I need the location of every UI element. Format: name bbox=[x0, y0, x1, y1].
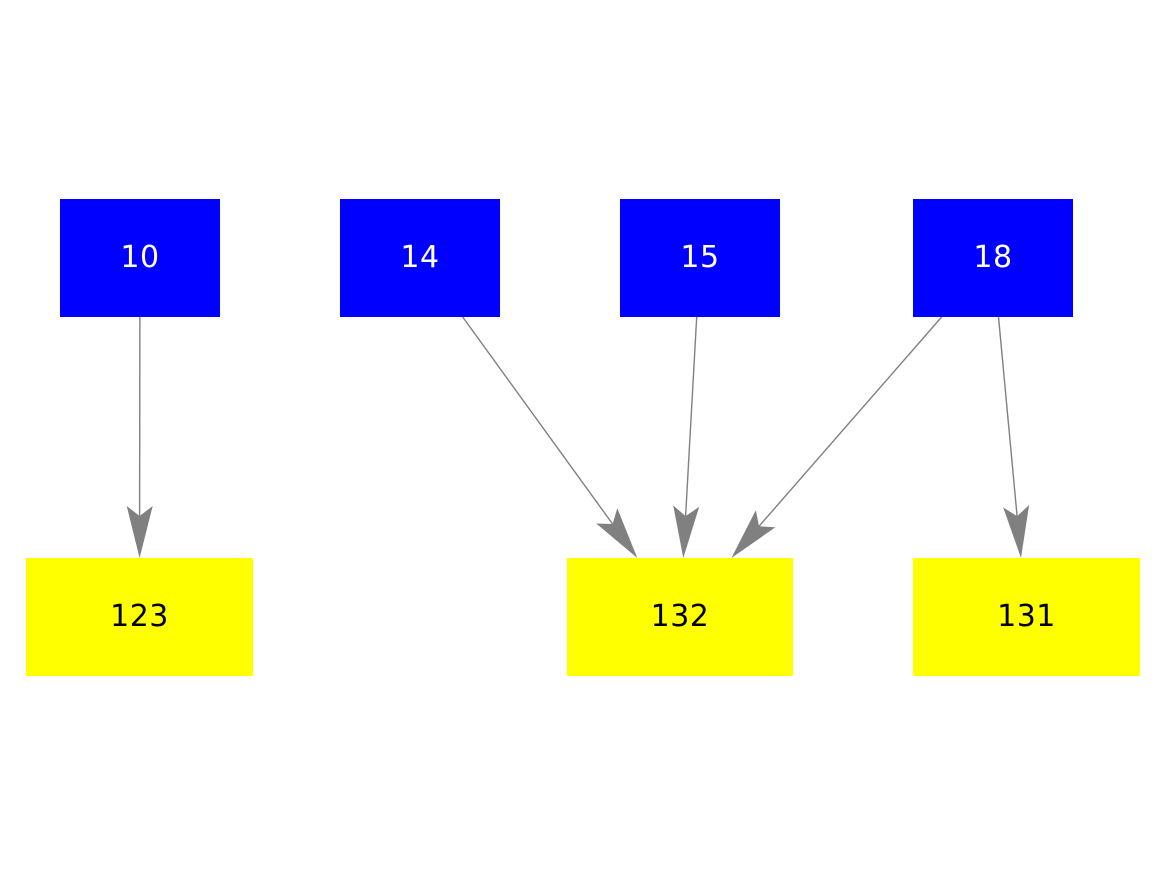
edge-18-132 bbox=[758, 316, 943, 527]
edge-14-132 bbox=[462, 316, 614, 525]
arrowhead-18-132 bbox=[731, 510, 776, 558]
arrowhead-10-123 bbox=[126, 506, 153, 558]
node-132: 132 bbox=[567, 558, 793, 676]
node-123: 123 bbox=[26, 558, 253, 676]
node-label: 15 bbox=[680, 240, 720, 275]
node-label: 132 bbox=[650, 599, 710, 634]
node-10: 10 bbox=[60, 199, 220, 317]
arrowhead-14-132 bbox=[596, 508, 638, 558]
node-15: 15 bbox=[620, 199, 780, 317]
node-18: 18 bbox=[913, 199, 1073, 317]
node-label: 10 bbox=[120, 240, 160, 275]
edge-15-132 bbox=[684, 316, 698, 517]
edge-18-131 bbox=[997, 316, 1018, 517]
node-label: 123 bbox=[110, 599, 169, 634]
node-label: 14 bbox=[400, 240, 440, 275]
arrowhead-15-132 bbox=[673, 505, 700, 558]
arrowhead-18-131 bbox=[1003, 505, 1030, 558]
node-label: 131 bbox=[997, 599, 1056, 634]
node-14: 14 bbox=[340, 199, 500, 317]
node-label: 18 bbox=[973, 240, 1013, 275]
node-131: 131 bbox=[913, 558, 1140, 676]
